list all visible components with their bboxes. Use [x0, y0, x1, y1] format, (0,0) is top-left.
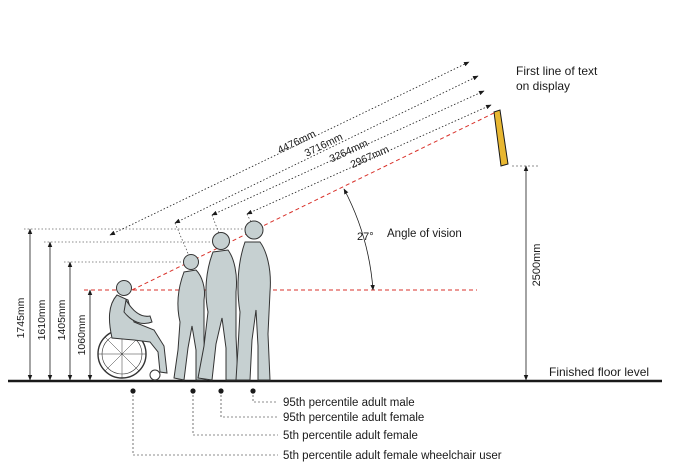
eye-height-dimensions: [27, 228, 93, 381]
female-95th-figure: [197, 232, 239, 381]
display-title-line2: on display: [516, 79, 570, 93]
legend-female-5th: 5th percentile adult female: [283, 430, 418, 442]
legend-leaders: [132, 391, 278, 456]
display-sign: [493, 109, 509, 167]
sightline-2967: [246, 104, 492, 215]
sightlines: [109, 61, 492, 236]
female-5th-figure: [173, 254, 207, 381]
legend-wheelchair-user: 5th percentile adult female wheelchair u…: [283, 450, 502, 462]
floor-label: Finished floor level: [549, 365, 649, 379]
eye-height-label-1745: 1745mm: [15, 297, 27, 338]
male-95th-figure: [235, 220, 271, 381]
wheelchair-user-figure: [97, 280, 168, 381]
eye-height-label-1610: 1610mm: [36, 299, 48, 340]
display-height-label: 2500mm: [531, 244, 543, 287]
eye-height-label-1405: 1405mm: [56, 299, 68, 340]
angle-arc: [343, 188, 375, 291]
legend-markers: [130, 388, 256, 394]
angle-label: Angle of vision: [387, 228, 462, 240]
angle-value: 27°: [357, 231, 374, 243]
display-title-line1: First line of text: [516, 64, 598, 78]
eye-height-label-1060: 1060mm: [76, 314, 88, 355]
display-height-dimension: [512, 165, 540, 381]
legend-male-95th: 95th percentile adult male: [283, 397, 415, 409]
legend-female-95th: 95th percentile adult female: [283, 412, 424, 424]
height-reference-lines: [24, 228, 262, 263]
